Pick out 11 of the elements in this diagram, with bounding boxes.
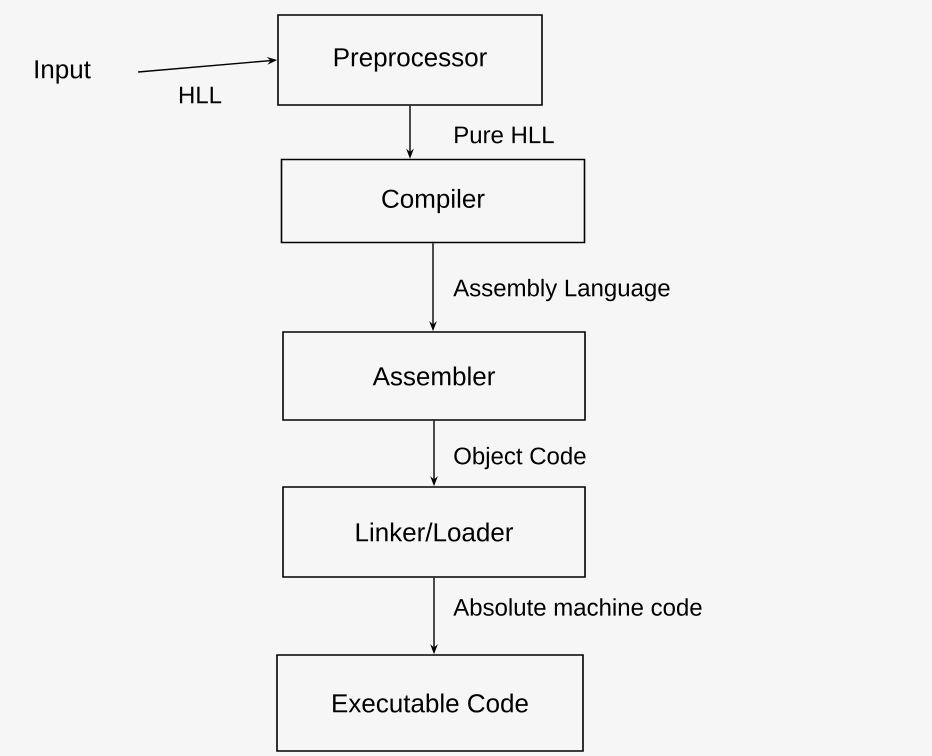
- process-box: Preprocessor: [277, 14, 543, 106]
- process-box: Compiler: [280, 158, 586, 244]
- edge-label: HLL: [180, 86, 222, 104]
- edge-label: Assembly Language: [453, 278, 670, 302]
- edge-label: Pure HLL: [455, 126, 554, 144]
- process-box: Executable Code: [276, 654, 584, 752]
- process-box: Linker/Loader: [282, 486, 586, 578]
- process-box: Assembler: [282, 331, 586, 421]
- input-label: Input: [36, 60, 91, 84]
- edge-label: Absolute machine code: [453, 598, 702, 616]
- edge-label: Object Code: [454, 446, 586, 470]
